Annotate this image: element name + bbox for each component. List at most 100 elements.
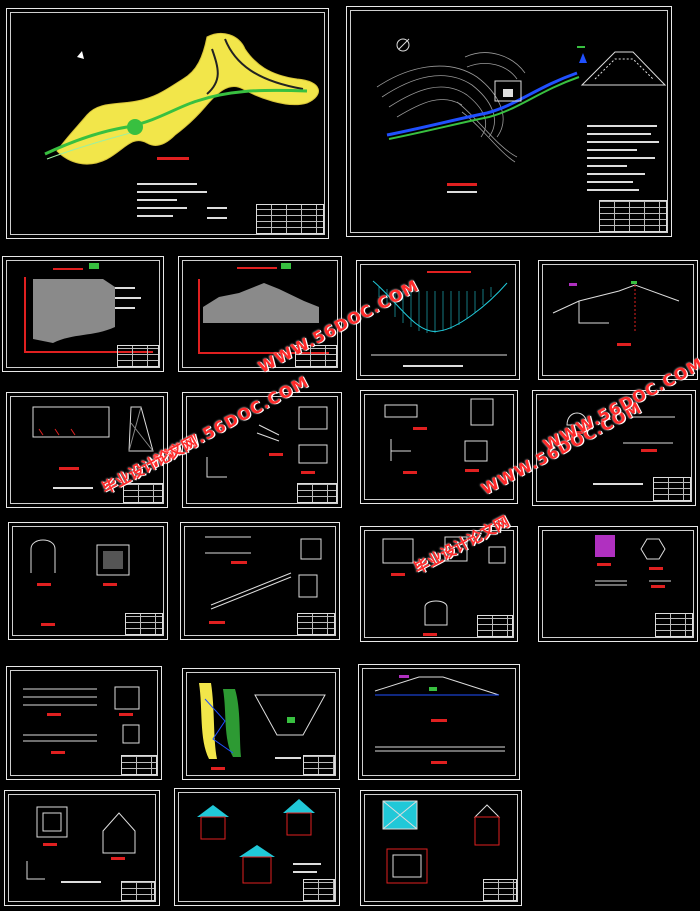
drawing-title-bar	[413, 427, 427, 430]
sheet-section-2	[178, 256, 342, 372]
drawing-title-bar	[423, 633, 437, 636]
drawing-title-bar	[237, 267, 277, 269]
drawing-title-bar	[641, 449, 657, 452]
drawing-title-bar	[103, 583, 117, 586]
notes-line	[587, 189, 639, 191]
notes-line	[293, 863, 321, 865]
plan-scale-line	[447, 191, 477, 193]
sheet-frame	[360, 264, 516, 376]
drawing-title-bar	[53, 268, 83, 270]
section-drawing	[198, 263, 329, 354]
sheet-frame	[10, 12, 325, 235]
dam-profile-drawing	[374, 675, 505, 752]
sheet-pipeline	[180, 522, 340, 640]
sheet-earthwork	[182, 668, 340, 780]
structure-drawing	[32, 406, 154, 452]
drawing-title-bar	[431, 761, 447, 764]
drawing-title-bar	[431, 719, 447, 722]
drawing-title-bar	[403, 471, 417, 474]
sheet-frame	[10, 670, 158, 776]
sheet-frame	[536, 394, 692, 502]
sheet-frame	[364, 794, 518, 902]
sheet-frame	[186, 672, 336, 776]
profile-drawing	[552, 281, 680, 331]
sheet-building	[360, 790, 522, 906]
title-block	[297, 613, 335, 635]
sheet-frame	[178, 792, 336, 902]
sheet-gatehouse	[4, 790, 160, 906]
legend-line	[137, 215, 173, 217]
drawing-title-bar	[269, 453, 283, 456]
drawing-title-bar	[119, 713, 133, 716]
notes-line	[403, 365, 463, 367]
gatehouse-drawing	[26, 806, 136, 880]
sheet-structure-3	[360, 390, 518, 504]
notes-line	[587, 125, 657, 127]
structure-drawing	[566, 412, 675, 444]
valley-section-drawing	[371, 280, 508, 356]
sheet-frame	[6, 260, 160, 368]
sheet-frame	[542, 264, 694, 376]
title-block	[655, 613, 693, 637]
sheet-frame	[364, 530, 514, 638]
pipeline-drawing	[205, 536, 322, 610]
drawing-title-bar	[231, 561, 247, 564]
sheet-site-plan-map	[6, 8, 329, 239]
map-title-bar	[157, 157, 189, 160]
structure-drawing	[206, 406, 328, 478]
title-block	[477, 615, 513, 637]
contour-plan-drawing	[376, 38, 667, 163]
building-drawing	[382, 800, 501, 884]
title-block	[483, 879, 517, 901]
drawing-title-bar	[43, 843, 57, 846]
sheet-section-1	[2, 256, 164, 372]
legend-line	[137, 207, 187, 209]
sheet-frame	[10, 396, 164, 504]
pavilion-drawing	[197, 799, 315, 884]
drawing-title-bar	[51, 751, 65, 754]
title-block	[303, 879, 335, 901]
notes-line	[593, 483, 643, 485]
drawing-title-bar	[41, 623, 55, 626]
drawing-title-bar	[649, 567, 663, 570]
section-drawing	[24, 263, 153, 353]
sluice-drawing	[382, 536, 506, 626]
sheet-sluice	[360, 526, 518, 642]
title-block	[121, 755, 157, 775]
title-block	[117, 345, 159, 367]
drawing-title-bar	[465, 469, 479, 472]
legend-line	[207, 217, 227, 219]
earthwork-drawing	[199, 683, 326, 759]
notes-line	[587, 157, 655, 159]
structure-drawing	[384, 398, 494, 462]
title-block	[303, 755, 335, 775]
notes-line	[61, 881, 101, 883]
sheet-frame	[364, 394, 514, 500]
sheet-pavilion	[174, 788, 340, 906]
terrain-map-drawing	[44, 33, 319, 165]
drawing-title-bar	[37, 583, 51, 586]
notes-line	[587, 181, 633, 183]
drawing-title-bar	[651, 585, 665, 588]
legend-line	[137, 199, 177, 201]
sheet-frame	[186, 396, 338, 504]
drawing-title-bar	[111, 857, 125, 860]
channel-drawing	[23, 686, 140, 744]
notes-line	[587, 149, 637, 151]
detail-drawing	[595, 535, 671, 586]
sheet-frame	[184, 526, 336, 636]
legend-line	[137, 183, 197, 185]
title-block	[297, 483, 337, 503]
title-block	[295, 345, 337, 367]
drawing-title-bar	[427, 271, 471, 273]
sheet-detail	[538, 526, 698, 642]
sheet-profile	[538, 260, 698, 380]
notes-line	[587, 141, 659, 143]
title-block	[125, 613, 163, 635]
notes-line	[275, 757, 301, 759]
sheet-topographic-plan	[346, 6, 672, 237]
plan-title-bar	[447, 183, 477, 186]
drawing-title-bar	[617, 343, 631, 346]
sheet-cross-section	[356, 260, 520, 380]
legend-line	[207, 207, 227, 209]
